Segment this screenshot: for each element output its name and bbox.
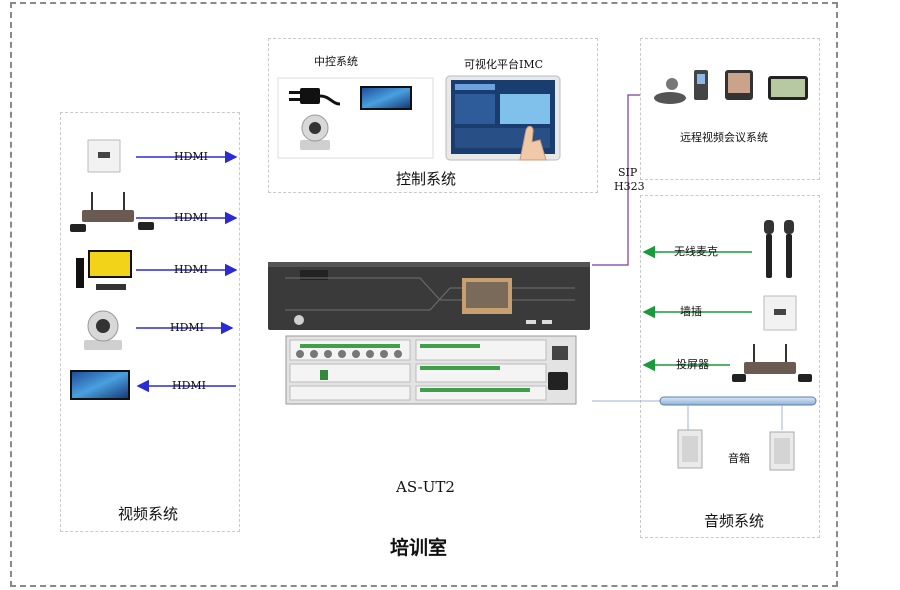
central-control-panel [277, 77, 434, 159]
video-system-title: 视频系统 [118, 505, 179, 523]
video-system-box [60, 112, 240, 532]
control-system-box [268, 38, 598, 193]
remote-system-box [640, 38, 820, 180]
video-phone-icon [725, 70, 753, 100]
remote-system-title: 远程视频会议系统 [680, 131, 768, 144]
speaker-label: 音箱 [728, 452, 750, 465]
wireless-mic-label: 无线麦克 [674, 245, 718, 258]
hdmi-label-4: HDMI [170, 321, 205, 334]
remote-link-line [592, 94, 640, 266]
ptz-camera-icon [300, 114, 330, 150]
hdmi-label-3: HDMI [174, 263, 209, 276]
as-ut2-device [268, 262, 590, 405]
video-camera-icon [84, 310, 122, 350]
screen-cast-label: 投屏器 [676, 358, 709, 371]
audio-system-box [640, 195, 820, 538]
control-system-title: 控制系统 [396, 170, 457, 188]
speaker-right-icon [769, 431, 795, 471]
control-display-icon [360, 86, 412, 110]
speaker-left-icon [677, 429, 703, 469]
audio-system-title: 音频系统 [704, 512, 765, 530]
device-name-label: AS-UT2 [396, 478, 455, 496]
visual-platform-label: 可视化平台IMC [464, 58, 544, 71]
video-display-icon [70, 370, 130, 400]
hdmi-label-2: HDMI [174, 211, 209, 224]
wireless-presenter-icon [70, 192, 154, 232]
protocol-h323-label: H323 [614, 180, 645, 193]
audio-wall-plate-icon [763, 295, 797, 331]
wall-socket-label: 墙插 [680, 305, 702, 318]
protocol-sip-label: SIP [618, 166, 638, 179]
power-plug-icon [289, 88, 341, 106]
touch-panel-icon [445, 75, 561, 161]
screen-cast-device-icon [732, 344, 812, 382]
smartphone-icon [768, 76, 808, 100]
room-title: 培训室 [390, 537, 448, 559]
outer-frame [10, 2, 838, 587]
wall-plate-icon [87, 139, 121, 173]
conference-terminal-icon [654, 78, 686, 104]
desk-phone-icon [694, 70, 708, 100]
wireless-mic-icon [764, 220, 794, 278]
audio-bus [592, 396, 817, 430]
hdmi-label-1: HDMI [174, 150, 209, 163]
pc-monitor-icon [76, 250, 132, 290]
hdmi-label-5: HDMI [172, 379, 207, 392]
central-control-label: 中控系统 [314, 55, 358, 68]
